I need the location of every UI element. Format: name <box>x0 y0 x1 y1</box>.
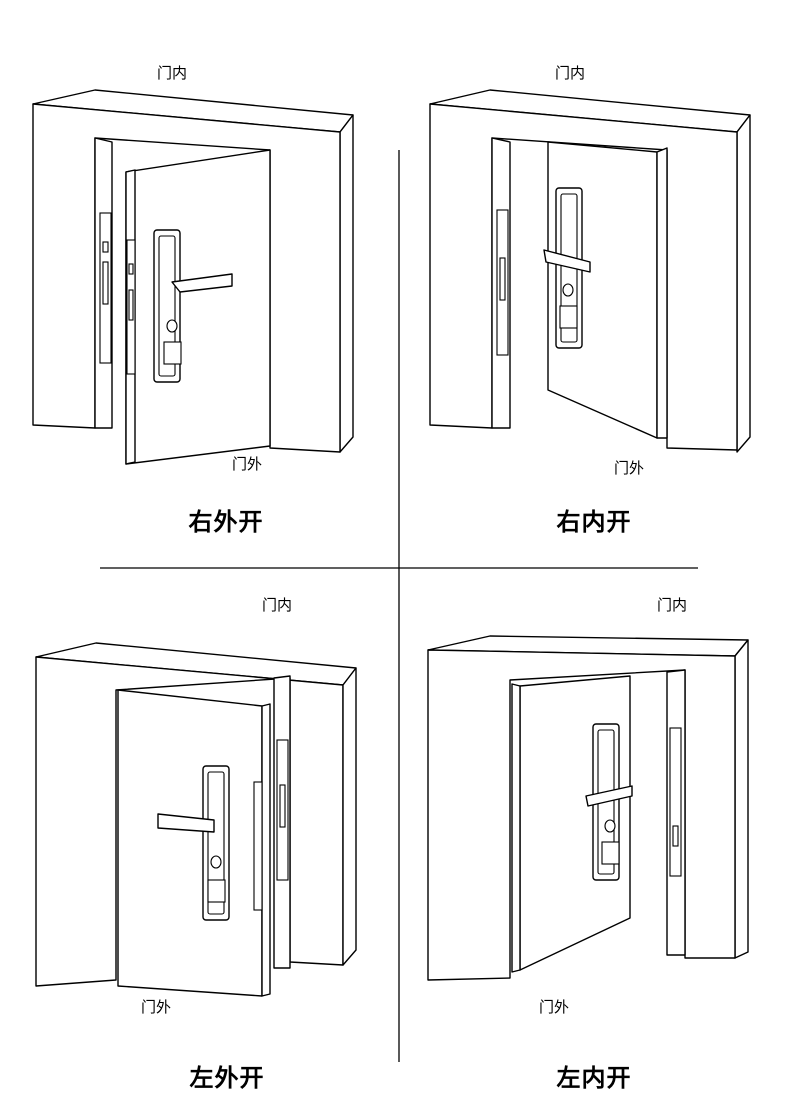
frame-right-side <box>736 114 751 453</box>
strike-slot <box>102 261 109 305</box>
label-outside-3: 门外 <box>141 998 172 1016</box>
keypad-icon <box>163 341 182 365</box>
keypad-icon <box>207 879 226 903</box>
cylinder-hole <box>210 855 222 869</box>
door-edge <box>261 703 271 997</box>
lever-handle <box>171 273 233 293</box>
title-left-in: 左内开 <box>556 1064 632 1092</box>
door-left-outward <box>35 642 357 997</box>
lever-handle <box>585 785 633 807</box>
frame-right-side <box>342 667 357 966</box>
latch-bolt <box>128 263 134 275</box>
door-right-inward <box>429 89 751 453</box>
mortise-plate <box>253 781 263 911</box>
lever-handle <box>157 813 215 833</box>
frame-right-side <box>339 114 354 453</box>
cylinder-hole <box>166 319 178 333</box>
door-leaf <box>125 149 271 465</box>
title-left-out: 左外开 <box>189 1064 265 1092</box>
label-outside-2: 门外 <box>614 459 645 477</box>
lock-plate-inner <box>207 771 225 915</box>
door-leaf <box>117 689 263 997</box>
strike-slot <box>279 784 286 828</box>
label-outside-4: 门外 <box>539 998 570 1016</box>
title-right-out: 右外开 <box>188 508 264 536</box>
label-inside-1: 门内 <box>157 64 188 82</box>
keypad-icon <box>559 305 578 329</box>
frame-right-side <box>734 639 749 959</box>
cylinder-hole <box>604 819 616 833</box>
strike-latch <box>102 241 109 253</box>
keypad-icon <box>601 841 620 865</box>
strike-plate <box>669 727 682 877</box>
strike-latch <box>672 825 679 847</box>
door-edge <box>656 147 668 439</box>
title-right-in: 右内开 <box>556 508 632 536</box>
label-inside-4: 门内 <box>657 596 688 614</box>
door-right-outward <box>32 89 354 465</box>
door-edge <box>511 683 521 973</box>
strike-slot <box>499 257 506 301</box>
lever-handle <box>543 249 591 273</box>
label-outside-1: 门外 <box>232 455 263 473</box>
label-inside-3: 门内 <box>262 596 293 614</box>
label-inside-2: 门内 <box>555 64 586 82</box>
dead-bolt <box>128 289 134 321</box>
door-left-inward <box>427 635 749 981</box>
lock-plate-inner <box>158 235 176 377</box>
cylinder-hole <box>562 283 574 297</box>
